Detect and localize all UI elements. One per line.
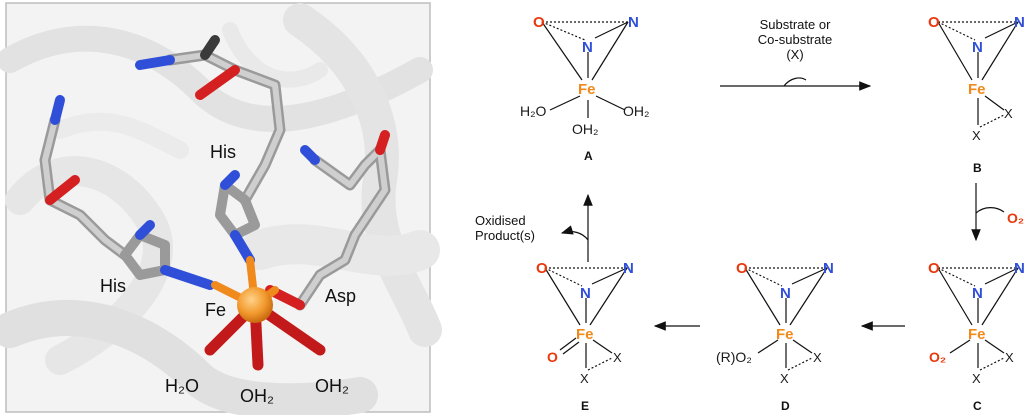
protein-sticks	[39, 35, 391, 371]
d-ligand-x-right: X	[813, 350, 822, 365]
e-ligand-x-right: X	[613, 350, 622, 365]
label-structure-a: A	[584, 149, 593, 163]
b-ligand-x-right: X	[1004, 106, 1013, 121]
d-ligand-x-bottom: X	[780, 371, 789, 386]
structure-b: O N N Fe X X B	[928, 14, 1025, 175]
structure-e: O N N Fe O X X E	[536, 260, 634, 413]
d-nitrogen-right: N	[823, 260, 834, 277]
a-oxygen: O	[533, 14, 545, 31]
c-oxygen: O	[928, 260, 940, 277]
b-iron: Fe	[968, 81, 986, 98]
label-h2o: H₂O	[165, 376, 199, 396]
a-iron: Fe	[578, 81, 596, 98]
b-nitrogen-center: N	[972, 39, 983, 56]
d-ligand-ro2: (R)O₂	[716, 349, 752, 365]
e-nitrogen-center: N	[580, 285, 591, 302]
c-ligand-x-bottom: X	[972, 371, 981, 386]
arrow-top-label-line2: Co-substrate	[758, 32, 832, 47]
e-oxygen: O	[536, 260, 548, 277]
label-structure-c: C	[973, 399, 982, 413]
a-ligand-oh2-right: OH₂	[623, 103, 649, 119]
c-ligand-x-right: X	[1005, 350, 1014, 365]
label-asp: Asp	[325, 286, 356, 306]
c-nitrogen-center: N	[972, 285, 983, 302]
label-his-top: His	[210, 142, 236, 162]
arrow-top-label-line1: Substrate or	[760, 17, 831, 32]
oxidised-product-line2: Product(s)	[475, 228, 535, 243]
e-ligand-oxo: O	[547, 349, 558, 365]
a-ligand-h2o: H₂O	[520, 103, 547, 119]
protein-render-panel: His His Fe Asp H₂O OH₂ OH₂	[0, 2, 442, 415]
b-nitrogen-right: N	[1014, 14, 1025, 31]
o2-reagent-label: O₂	[1007, 210, 1024, 226]
d-nitrogen-center: N	[780, 285, 791, 302]
e-iron: Fe	[576, 326, 594, 343]
arrow-top-label-line3: (X)	[786, 47, 803, 62]
arrow-a-to-b-hook	[783, 77, 807, 87]
d-iron: Fe	[776, 326, 794, 343]
oxidised-product-line1: Oxidised	[475, 213, 526, 228]
e-ligand-x-bottom: X	[580, 371, 589, 386]
d-oxygen: O	[736, 260, 748, 277]
c-nitrogen-right: N	[1014, 260, 1025, 277]
structure-d: O N N Fe (R)O₂ X X D	[716, 260, 834, 413]
fe-atom-sphere	[237, 287, 273, 323]
structure-a: O N N Fe H₂O OH₂ OH₂ A	[520, 14, 649, 163]
a-ligand-oh2-bottom: OH₂	[572, 121, 598, 137]
label-structure-d: D	[781, 399, 790, 413]
label-oh2-right: OH₂	[315, 376, 349, 396]
b-oxygen: O	[928, 14, 940, 31]
b-ligand-x-bottom: X	[972, 128, 981, 143]
c-ligand-o2: O₂	[929, 349, 946, 365]
label-oh2-mid: OH₂	[240, 386, 274, 406]
e-nitrogen-right: N	[623, 260, 634, 277]
label-his-left: His	[100, 276, 126, 296]
label-structure-e: E	[581, 399, 589, 413]
arrow-product-branch	[560, 225, 589, 241]
structure-c: O N N Fe O₂ X X C	[928, 260, 1025, 413]
mechanism-scheme: O N N Fe H₂O OH₂ OH₂ A Substrate or Co-s…	[475, 14, 1025, 413]
label-fe: Fe	[205, 300, 226, 320]
d-ligand-ro2-text: (R)O₂	[716, 349, 752, 365]
label-structure-b: B	[973, 161, 982, 175]
c-iron: Fe	[968, 326, 986, 343]
a-nitrogen-center: N	[582, 39, 593, 56]
arrow-b-to-c-hook	[975, 207, 1005, 214]
a-nitrogen-right: N	[628, 14, 639, 31]
